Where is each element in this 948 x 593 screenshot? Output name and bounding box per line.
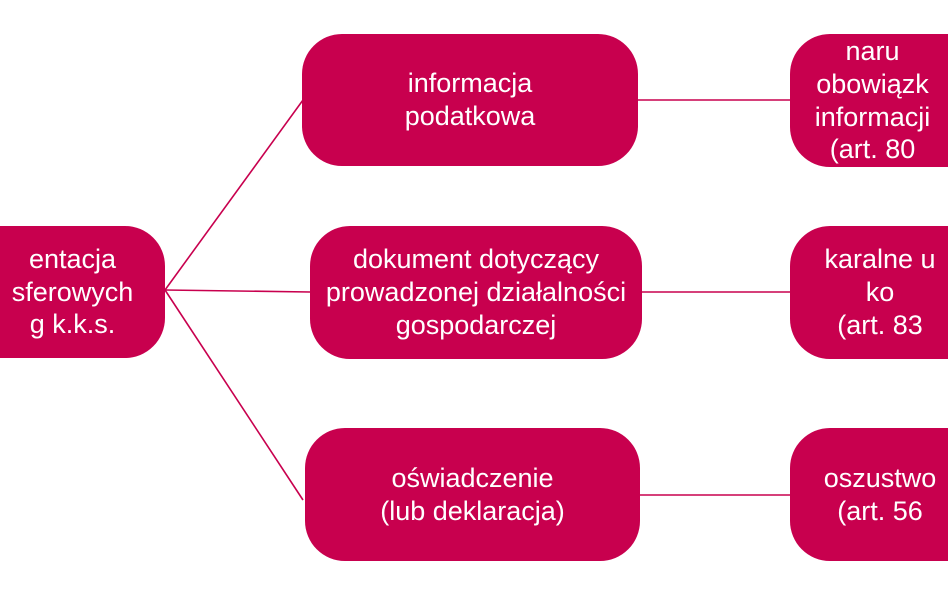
dokument-line-2: prowadzonej działalności xyxy=(325,277,627,308)
right-2-line-1: karalne u xyxy=(824,244,936,275)
root-node: entacja sferowych g k.k.s. xyxy=(0,226,165,358)
right-1-line-3: informacji xyxy=(814,101,931,132)
node-oswiadczenie-text: oświadczenie (lub deklaracja) xyxy=(380,462,565,528)
right-2-line-3: (art. 83 xyxy=(837,309,923,340)
connector-root-to-oswiadczenie xyxy=(164,289,304,501)
node-right-2: karalne u ko (art. 83 xyxy=(790,226,948,359)
node-right-3-text: oszustwo (art. 56 xyxy=(824,462,937,528)
right-1-line-1: naru xyxy=(845,35,900,66)
connector-root-to-informacja xyxy=(164,99,304,291)
node-informacja-text: informacja podatkowa xyxy=(405,67,536,133)
right-2-line-2: ko xyxy=(865,277,895,308)
root-line-1: entacja xyxy=(28,243,117,274)
root-line-2: sferowych xyxy=(11,276,134,307)
oswiadczenie-line-1: oświadczenie xyxy=(391,462,554,493)
dokument-line-1: dokument dotyczący xyxy=(352,244,600,275)
node-oswiadczenie: oświadczenie (lub deklaracja) xyxy=(305,428,640,561)
right-1-line-4: (art. 80 xyxy=(829,134,916,165)
informacja-line-2: podatkowa xyxy=(404,101,536,131)
informacja-line-1: informacja xyxy=(407,68,533,99)
node-right-1: naru obowiązk informacji (art. 80 xyxy=(790,34,948,167)
connector-root-to-dokument xyxy=(164,289,311,293)
node-right-3: oszustwo (art. 56 xyxy=(790,428,948,561)
oswiadczenie-line-2: (lub deklaracja) xyxy=(380,495,565,526)
node-dokument: dokument dotyczący prowadzonej działalno… xyxy=(310,226,642,359)
root-node-text: entacja sferowych g k.k.s. xyxy=(12,243,134,342)
node-right-2-text: karalne u ko (art. 83 xyxy=(824,243,935,342)
right-1-line-2: obowiązk xyxy=(816,68,929,99)
node-right-1-text: naru obowiązk informacji (art. 80 xyxy=(815,35,931,167)
node-informacja-podatkowa: informacja podatkowa xyxy=(302,34,638,166)
right-3-line-2: (art. 56 xyxy=(837,495,923,526)
dokument-line-3: gospodarczej xyxy=(395,309,557,340)
node-dokument-text: dokument dotyczący prowadzonej działalno… xyxy=(326,243,626,342)
right-3-line-1: oszustwo xyxy=(823,462,937,493)
root-line-3: g k.k.s. xyxy=(29,309,116,340)
